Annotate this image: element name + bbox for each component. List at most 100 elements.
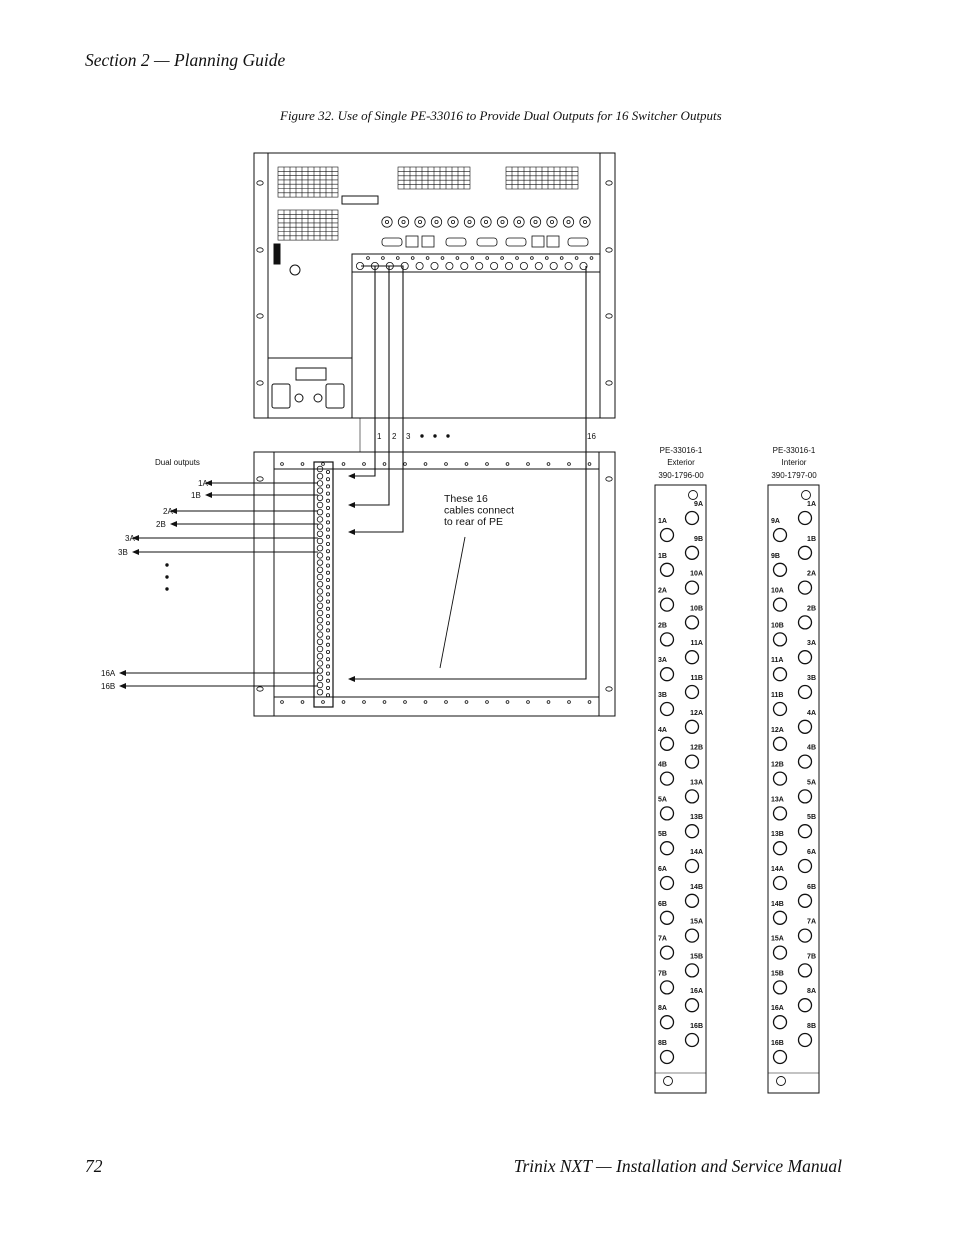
cable-arrow xyxy=(348,676,355,682)
interior-panel-port-label: 8B xyxy=(807,1023,816,1030)
module-bnc xyxy=(316,573,324,581)
panel-bnc xyxy=(797,928,813,943)
ellipsis-dot xyxy=(165,563,169,567)
cable-number-label: 1 xyxy=(377,432,382,441)
bnc-connector xyxy=(529,216,542,228)
mounting-hole xyxy=(605,380,613,386)
exterior-panel-port-label: 8A xyxy=(658,1005,667,1012)
panel-bnc xyxy=(797,719,813,734)
output-label: 2B xyxy=(156,520,166,529)
bnc-connector xyxy=(496,216,509,228)
input-connector-strip xyxy=(351,253,601,273)
exterior-panel-port-label: 16B xyxy=(690,1023,703,1030)
bnc-connector xyxy=(463,216,476,228)
panel-bnc xyxy=(797,824,813,839)
cable-arrow xyxy=(348,473,355,479)
exterior-panel-port-label: 11A xyxy=(691,640,703,647)
module-bnc xyxy=(316,480,324,487)
interior-panel-port-label: 6A xyxy=(807,849,816,856)
mounting-hole xyxy=(605,686,613,692)
pe-panel xyxy=(273,451,600,717)
interior-panel-port-label: 3A xyxy=(807,640,816,647)
page-number: 72 xyxy=(85,1156,103,1176)
interior-panel-port-label: 13A xyxy=(771,796,784,803)
exterior-panel-port-label: 13B xyxy=(690,814,703,821)
exterior-panel-port-label: 9B xyxy=(694,536,703,543)
interior-panel-port-label: 14A xyxy=(771,866,784,873)
mounting-hole xyxy=(256,247,264,253)
exterior-panel-port-label: 15A xyxy=(690,919,703,926)
interior-panel-port-label: 4A xyxy=(807,710,816,717)
exterior-panel-port-label: 6B xyxy=(658,901,667,908)
input-connector xyxy=(534,261,543,270)
manual-title: Trinix NXT — Installation and Service Ma… xyxy=(513,1156,842,1176)
input-connector xyxy=(549,261,558,270)
panel-bnc xyxy=(772,771,788,786)
input-connector xyxy=(460,261,469,270)
panel-bnc xyxy=(659,841,675,856)
rail-screw xyxy=(321,462,325,466)
panel-bnc xyxy=(684,510,700,526)
module-bnc xyxy=(316,645,324,653)
panel-bnc xyxy=(659,597,675,612)
rail-screw xyxy=(464,700,469,704)
ellipsis-dot xyxy=(165,575,169,579)
exterior-panel-port-label: 15B xyxy=(690,953,703,960)
interior-panel-port-label: 12B xyxy=(771,762,784,769)
module-bnc xyxy=(316,617,324,624)
panel-bnc xyxy=(684,858,700,874)
rail-screw xyxy=(464,462,469,466)
rail-screw xyxy=(485,700,489,704)
panel-bnc xyxy=(684,789,700,804)
panel-bnc xyxy=(659,527,675,543)
interior-panel-port-label: 16A xyxy=(771,1005,784,1012)
exterior-panel-port-label: 12A xyxy=(690,710,703,717)
rail-screw xyxy=(505,700,510,704)
rail-screw xyxy=(444,700,448,704)
interior-panel-port-label: 4B xyxy=(807,745,816,752)
panel-bnc xyxy=(659,910,675,925)
interior-panel-port-label: 10B xyxy=(771,622,784,629)
panel-bnc xyxy=(659,980,675,995)
panel-bnc xyxy=(797,580,813,595)
rj45-connector xyxy=(421,235,435,248)
dsub-connector xyxy=(567,237,589,247)
module-bnc xyxy=(316,545,324,552)
rail-screw xyxy=(403,700,407,704)
ellipsis-dot xyxy=(433,434,437,438)
panel-bnc xyxy=(684,615,700,630)
panel-bnc xyxy=(684,684,700,700)
module-bnc xyxy=(316,588,324,595)
module-bnc xyxy=(316,487,324,494)
exterior-panel-port-label: 3B xyxy=(658,692,667,699)
panel-bnc xyxy=(797,858,813,874)
panel-bnc xyxy=(797,963,813,978)
module-bnc xyxy=(316,530,324,537)
module-bnc xyxy=(316,494,324,501)
exterior-panel-side: Exterior xyxy=(667,458,695,467)
panel-bnc xyxy=(797,789,813,804)
pe-output-module xyxy=(313,461,334,708)
exterior-panel-port-label: 13A xyxy=(690,779,703,786)
cable-note: These 16 xyxy=(444,493,488,505)
exterior-panel-panel xyxy=(654,484,707,1094)
rail-screw xyxy=(526,700,530,704)
output-arrow xyxy=(170,521,177,527)
module-bnc xyxy=(316,595,324,602)
interior-panel-port-label: 7A xyxy=(807,919,816,926)
panel-bnc xyxy=(797,650,813,665)
rj45-connector xyxy=(546,235,560,248)
cable-number-label: 16 xyxy=(587,432,596,441)
rail-screw xyxy=(423,462,428,466)
interior-panel-port-label: 1A xyxy=(807,501,816,508)
output-arrow xyxy=(119,683,126,689)
panel-bnc xyxy=(772,527,788,543)
interior-panel-port-label: 16B xyxy=(771,1040,784,1047)
dsub-connector xyxy=(476,237,498,247)
cable-note: to rear of PE xyxy=(444,516,503,528)
interior-panel-port-label: 6B xyxy=(807,884,816,891)
panel-bnc xyxy=(797,684,813,700)
panel-bnc xyxy=(772,806,788,821)
module-bnc xyxy=(316,516,324,523)
